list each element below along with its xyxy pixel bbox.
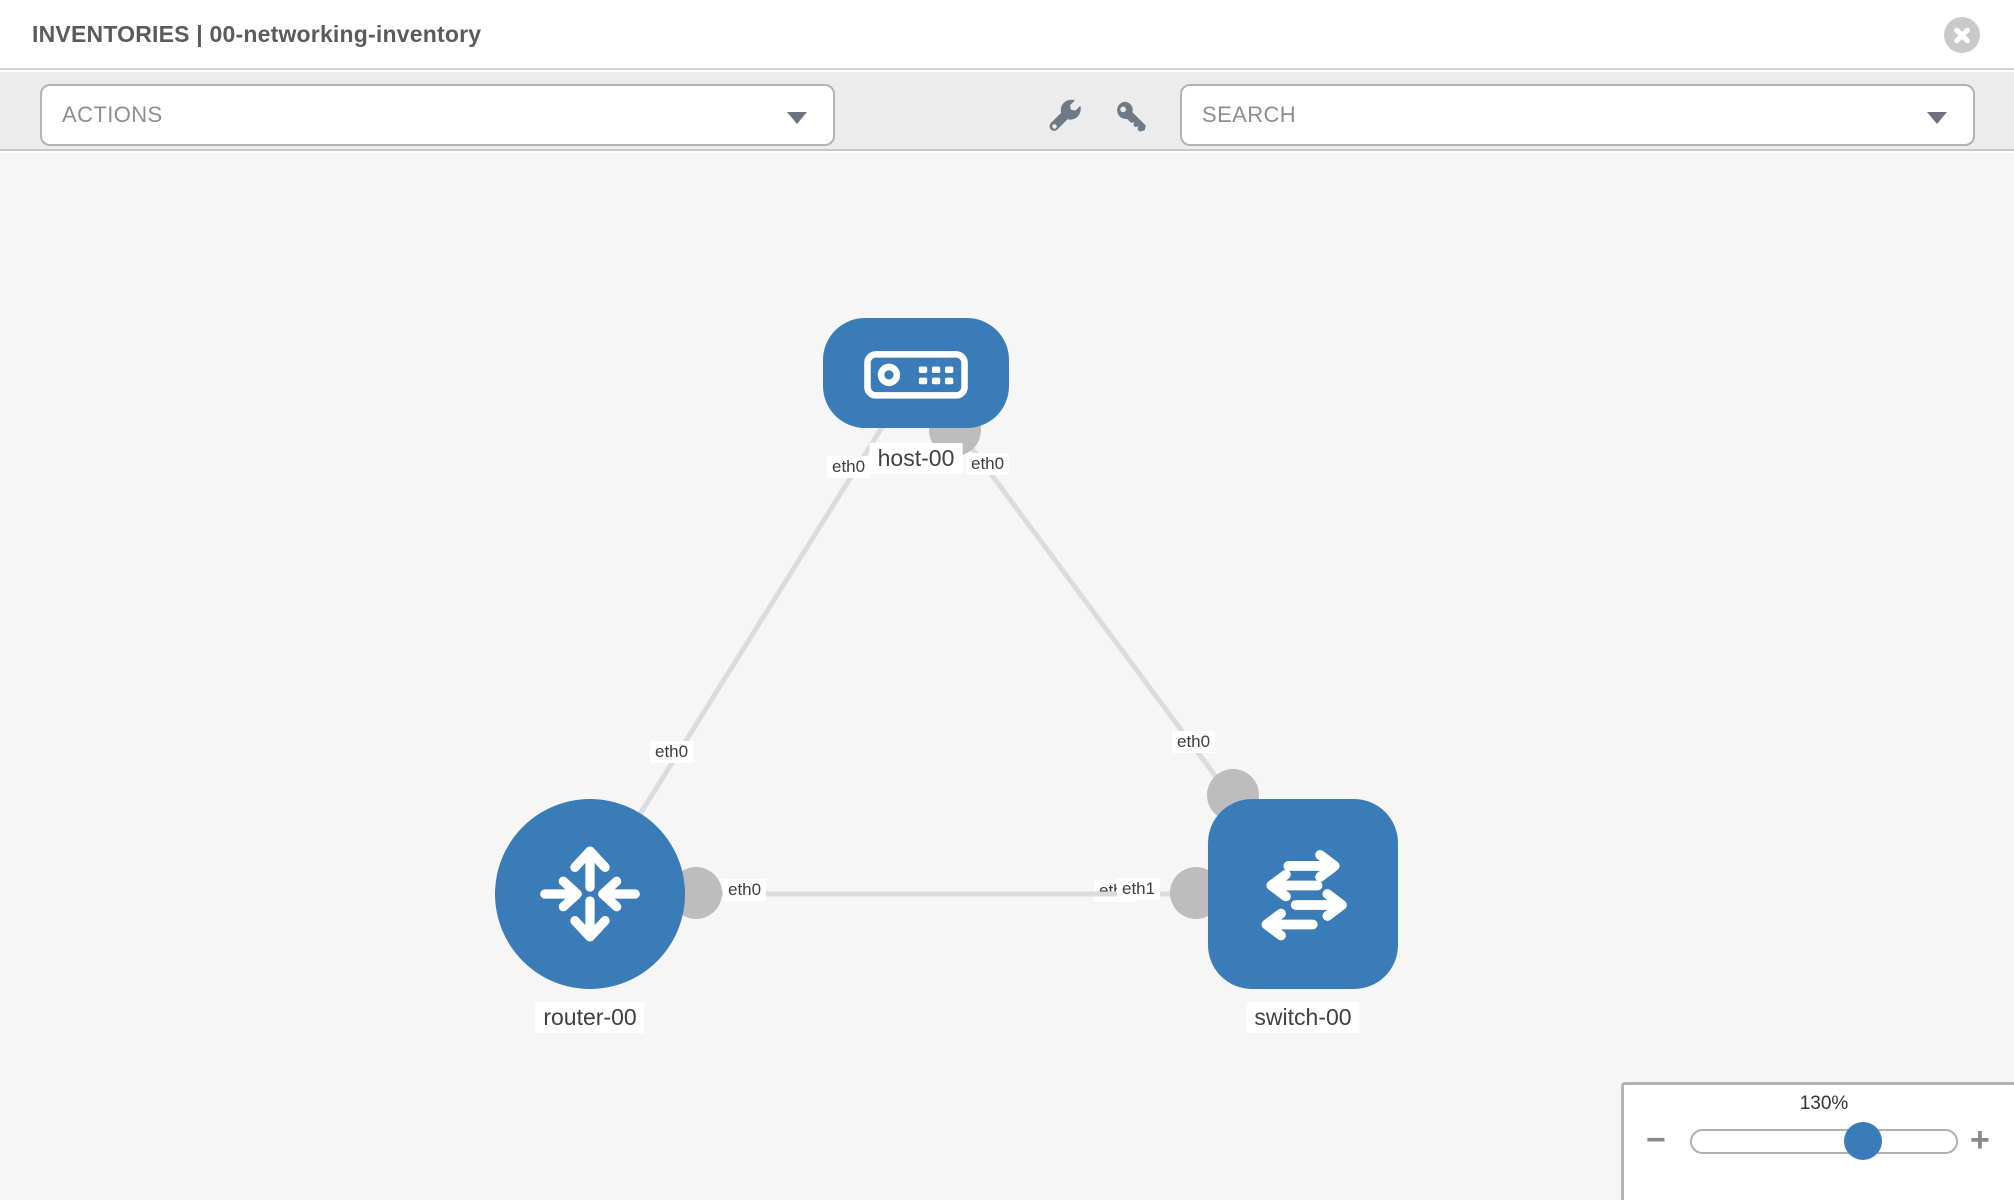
search-placeholder: SEARCH bbox=[1202, 102, 1297, 127]
search-dropdown[interactable]: SEARCH bbox=[1180, 84, 1975, 146]
zoom-slider-track[interactable] bbox=[1690, 1129, 1958, 1154]
node-host-00[interactable] bbox=[823, 318, 1009, 428]
wrench-icon bbox=[1047, 98, 1083, 134]
node-label-router-00: router-00 bbox=[535, 1002, 645, 1033]
zoom-out-button[interactable]: − bbox=[1646, 1121, 1666, 1159]
actions-dropdown-label: ACTIONS bbox=[62, 102, 163, 127]
credentials-button[interactable] bbox=[1114, 98, 1150, 134]
node-label-host-00: host-00 bbox=[869, 443, 963, 474]
chevron-down-icon bbox=[1927, 112, 1947, 124]
page-title: INVENTORIES | 00-networking-inventory bbox=[32, 20, 482, 47]
chevron-down-icon bbox=[787, 112, 807, 124]
configure-button[interactable] bbox=[1047, 98, 1083, 134]
zoom-level-value: 130% bbox=[1799, 1093, 1849, 1114]
interface-label-host-router-host-side: eth0 bbox=[827, 456, 871, 478]
switch-arrows-icon bbox=[1242, 833, 1364, 955]
router-arrows-icon bbox=[532, 836, 648, 952]
actions-dropdown[interactable]: ACTIONS bbox=[40, 84, 835, 146]
zoom-control-panel: 130% − + bbox=[1621, 1082, 2014, 1200]
links-layer bbox=[587, 371, 1306, 919]
interface-label-router-switch-switch-side: eth1 bbox=[1117, 878, 1161, 900]
header: INVENTORIES | 00-networking-inventory bbox=[0, 0, 2014, 70]
zoom-slider-knob[interactable] bbox=[1844, 1122, 1882, 1160]
node-router-00[interactable] bbox=[495, 799, 685, 989]
node-switch-00[interactable] bbox=[1208, 799, 1398, 989]
interface-label-host-router-router-side: eth0 bbox=[650, 741, 694, 763]
toolbar: ACTIONS SEARCH bbox=[0, 72, 2014, 151]
node-label-switch-00: switch-00 bbox=[1246, 1002, 1360, 1033]
topology-canvas[interactable]: host-00 router-00 switch-00 eth0 eth0 et… bbox=[0, 153, 2014, 1200]
zoom-in-button[interactable]: + bbox=[1970, 1121, 1990, 1159]
close-button[interactable] bbox=[1944, 17, 1980, 53]
interface-label-host-switch-switch-side: eth0 bbox=[1172, 731, 1216, 753]
interface-label-router-switch-router-side: eth0 bbox=[723, 879, 767, 901]
server-icon bbox=[858, 345, 974, 401]
key-icon bbox=[1114, 98, 1150, 134]
interface-label-host-switch-host-side: eth0 bbox=[966, 453, 1010, 475]
